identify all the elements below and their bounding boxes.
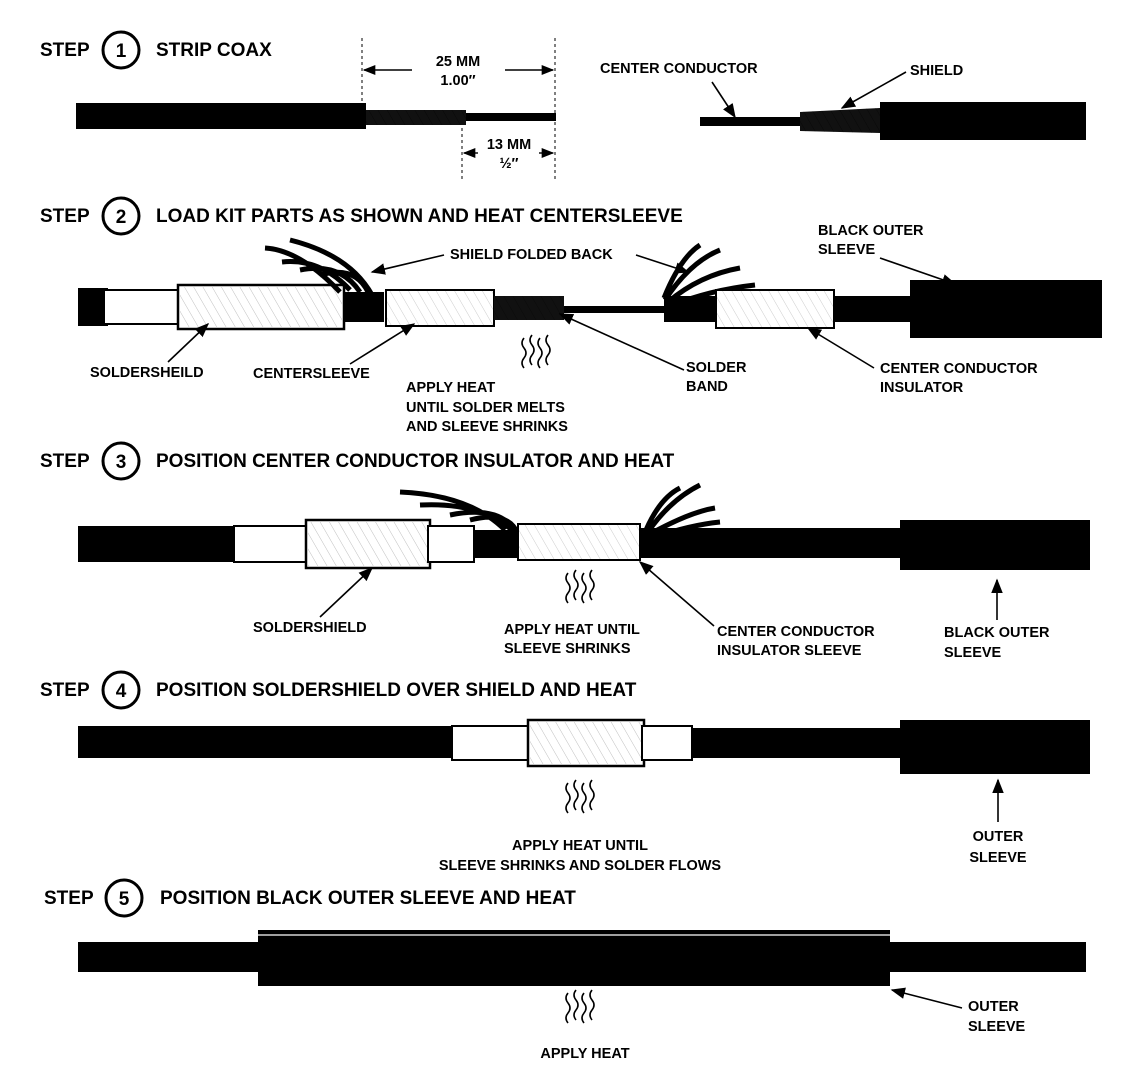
soldershield-label-2: SOLDERSHEILD bbox=[90, 365, 204, 381]
apply-heat-4b: SLEEVE SHRINKS AND SOLDER FLOWS bbox=[439, 858, 722, 874]
dim-long-mm: 25 MM bbox=[436, 54, 480, 70]
step-5: STEP 5 POSITION BLACK OUTER SLEEVE AND H… bbox=[44, 878, 1086, 1062]
step-2-circle bbox=[101, 196, 141, 236]
stripped-coax bbox=[76, 103, 556, 129]
centersleeve-arrow bbox=[349, 323, 416, 365]
step-1-word: STEP bbox=[40, 40, 90, 61]
step-3-number: 3 bbox=[116, 452, 127, 473]
shield-label: SHIELD bbox=[910, 63, 963, 79]
step-3-title: POSITION CENTER CONDUCTOR INSULATOR AND … bbox=[156, 451, 675, 472]
black-outer-sleeve-label-2b: SLEEVE bbox=[818, 242, 876, 258]
outer-sleeve-label-4a: OUTER bbox=[973, 829, 1024, 845]
soldershield-arrow-3 bbox=[319, 567, 374, 618]
dim-short-mm: 13 MM bbox=[487, 137, 531, 153]
step-3-circle bbox=[101, 441, 141, 481]
outer-sleeve-label-4b: SLEEVE bbox=[969, 850, 1027, 866]
coax-assembly-4 bbox=[78, 718, 1090, 774]
step-4-number: 4 bbox=[116, 681, 127, 702]
black-outer-sleeve-label-3a: BLACK OUTER bbox=[944, 625, 1050, 641]
soldershield-label-3: SOLDERSHIELD bbox=[253, 620, 367, 636]
heat-waves-3 bbox=[566, 570, 594, 603]
apply-heat-2b: UNTIL SOLDER MELTS bbox=[406, 400, 565, 416]
solder-band-label-a: SOLDER bbox=[686, 360, 747, 376]
apply-heat-3a: APPLY HEAT UNTIL bbox=[504, 622, 640, 638]
step-5-word: STEP bbox=[44, 888, 94, 909]
apply-heat-4a: APPLY HEAT UNTIL bbox=[512, 838, 648, 854]
dim-short-in: ½″ bbox=[499, 156, 518, 172]
coax-assembly-2 bbox=[78, 237, 1102, 338]
step-5-circle bbox=[104, 878, 144, 918]
outer-sleeve-label-5b: SLEEVE bbox=[968, 1019, 1026, 1035]
step-3-word: STEP bbox=[40, 451, 90, 472]
black-outer-sleeve-label-3b: SLEEVE bbox=[944, 645, 1002, 661]
outer-sleeve-arrow-5 bbox=[890, 987, 963, 1009]
step-5-title: POSITION BLACK OUTER SLEEVE AND HEAT bbox=[160, 888, 576, 909]
step-4-title: POSITION SOLDERSHIELD OVER SHIELD AND HE… bbox=[156, 680, 637, 701]
heat-waves-4 bbox=[566, 780, 594, 813]
insulator-sleeve-arrow bbox=[638, 561, 715, 627]
shield-folded-arrow-left bbox=[370, 254, 445, 275]
shield-folded-back-label: SHIELD FOLDED BACK bbox=[450, 247, 613, 263]
step-2-number: 2 bbox=[116, 207, 127, 228]
center-conductor-insulator-label-b: INSULATOR bbox=[880, 380, 964, 396]
center-conductor-label: CENTER CONDUCTOR bbox=[600, 61, 758, 77]
step-2-title: LOAD KIT PARTS AS SHOWN AND HEAT CENTERS… bbox=[156, 206, 683, 227]
center-conductor-insulator-label-a: CENTER CONDUCTOR bbox=[880, 361, 1038, 377]
coax-assembly-5 bbox=[78, 930, 1086, 986]
black-outer-sleeve-arrow-2 bbox=[879, 257, 957, 286]
centersleeve-label: CENTERSLEEVE bbox=[253, 366, 370, 382]
step-4-word: STEP bbox=[40, 680, 90, 701]
dim-long-in: 1.00″ bbox=[440, 73, 475, 89]
shield-arrow bbox=[840, 71, 907, 109]
step-1-circle bbox=[101, 30, 141, 70]
apply-heat-3b: SLEEVE SHRINKS bbox=[504, 641, 631, 657]
solder-band-arrow bbox=[558, 313, 685, 371]
solder-band-label-b: BAND bbox=[686, 379, 728, 395]
apply-heat-2c: AND SLEEVE SHRINKS bbox=[406, 419, 568, 435]
outer-sleeve-label-5a: OUTER bbox=[968, 999, 1019, 1015]
center-conductor-insulator-arrow bbox=[806, 327, 875, 369]
heat-waves-2 bbox=[522, 335, 550, 368]
heat-waves-5 bbox=[566, 990, 594, 1023]
coax-end-view bbox=[700, 102, 1086, 140]
step-4: STEP 4 POSITION SOLDERSHIELD OVER SHIELD… bbox=[40, 670, 1090, 874]
step-2: STEP 2 LOAD KIT PARTS AS SHOWN AND HEAT … bbox=[40, 196, 1102, 435]
soldershield-arrow-2 bbox=[167, 323, 210, 363]
step-2-word: STEP bbox=[40, 206, 90, 227]
apply-heat-2a: APPLY HEAT bbox=[406, 380, 495, 396]
step-1-number: 1 bbox=[116, 41, 127, 62]
insulator-sleeve-label-a: CENTER CONDUCTOR bbox=[717, 624, 875, 640]
black-outer-sleeve-label-2a: BLACK OUTER bbox=[818, 223, 924, 239]
coax-assembly-3 bbox=[78, 482, 1090, 570]
step-3: STEP 3 POSITION CENTER CONDUCTOR INSULAT… bbox=[40, 441, 1090, 661]
step-5-number: 5 bbox=[119, 889, 130, 910]
insulator-sleeve-label-b: INSULATOR SLEEVE bbox=[717, 643, 862, 659]
step-1-title: STRIP COAX bbox=[156, 40, 272, 61]
apply-heat-5: APPLY HEAT bbox=[540, 1046, 629, 1062]
shield-folded-arrow-right bbox=[635, 254, 690, 274]
center-conductor-arrow bbox=[711, 81, 736, 119]
step-4-circle bbox=[101, 670, 141, 710]
step-1: STEP 1 STRIP COAX 25 MM 1.00″ 13 MM ½″ bbox=[40, 30, 1086, 180]
